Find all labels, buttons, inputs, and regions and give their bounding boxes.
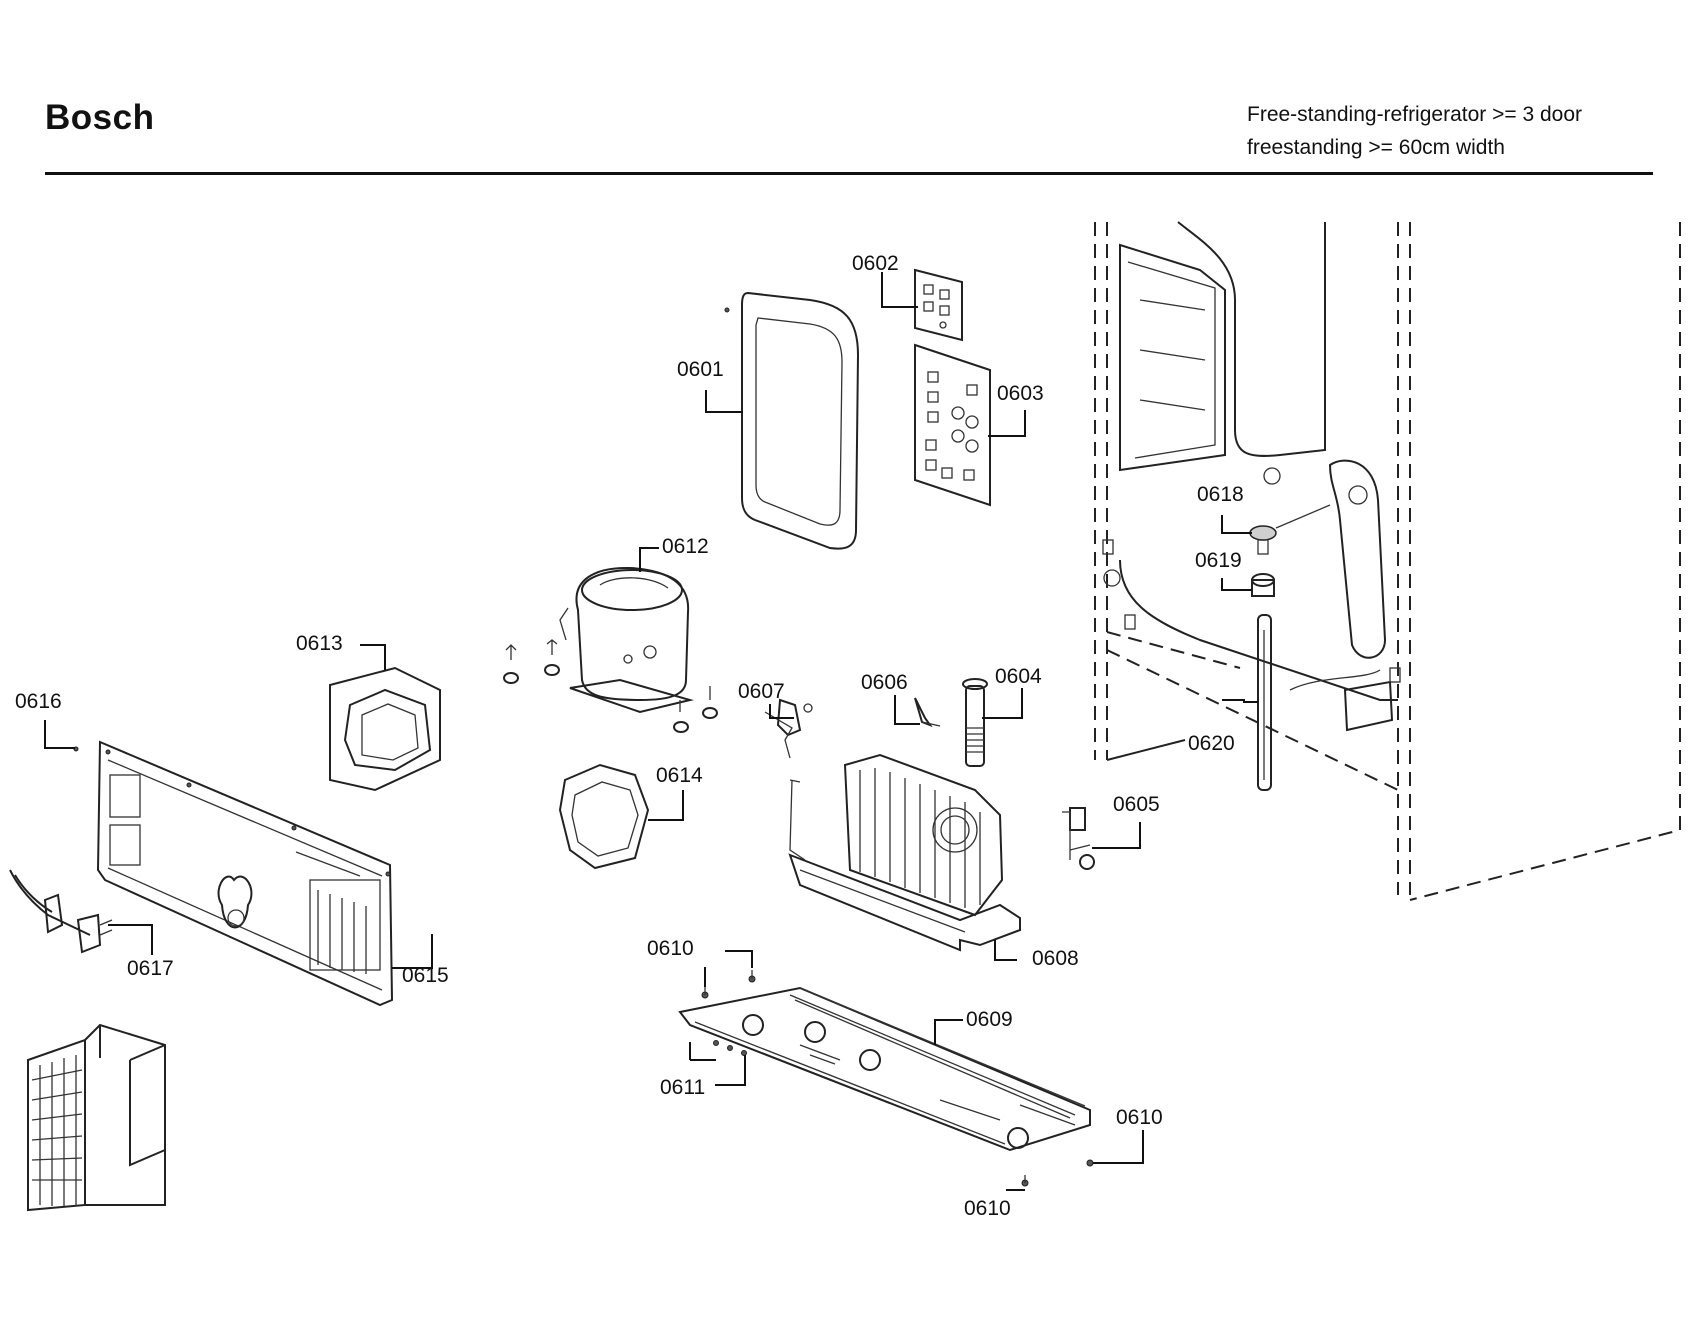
part-0609-base-tray: [678, 986, 1091, 1152]
callout-0605: 0605: [1113, 793, 1160, 816]
callout-0619: 0619: [1195, 549, 1242, 572]
callout-0601: 0601: [677, 358, 724, 381]
callout-leader-lines: [44, 272, 1258, 1191]
compressor-mounting-hardware: [503, 639, 718, 733]
model-description-line2: freestanding >= 60cm width: [1247, 136, 1505, 159]
part-0614-fan: [558, 763, 650, 870]
callout-0603: 0603: [997, 382, 1044, 405]
callout-0606: 0606: [861, 671, 908, 694]
part-packaging-box: [27, 1023, 166, 1212]
callout-0602: 0602: [852, 252, 899, 275]
part-0615-rear-panel: [96, 740, 394, 1007]
callout-0618: 0618: [1197, 483, 1244, 506]
part-0602-plate: [914, 268, 963, 342]
header-divider: [45, 172, 1653, 175]
callout-0613: 0613: [296, 632, 343, 655]
callout-0610-bottom: 0610: [964, 1197, 1011, 1220]
part-0613-fan-shroud: [329, 666, 441, 792]
part-0608-evaporator: [788, 753, 1021, 952]
callout-0616: 0616: [15, 690, 62, 713]
part-0606-sensor: [914, 697, 941, 728]
callout-0611: 0611: [660, 1076, 705, 1099]
fastener-screws: [701, 970, 1094, 1187]
callout-0612: 0612: [662, 535, 709, 558]
callout-labels: 0601 0602 0603 0604 0605 0606 0607 0608 …: [15, 252, 1244, 1220]
callout-0617: 0617: [127, 957, 174, 980]
drain-parts: [1249, 504, 1331, 791]
callout-0610-right: 0610: [1116, 1106, 1163, 1129]
callout-0615: 0615: [402, 964, 449, 987]
callout-0607: 0607: [738, 680, 785, 703]
model-description-line1: Free-standing-refrigerator >= 3 door: [1247, 103, 1583, 126]
callout-0604: 0604: [995, 665, 1042, 688]
part-0612-compressor: [559, 566, 694, 714]
callout-0610-top: 0610: [647, 937, 694, 960]
callout-0614: 0614: [656, 764, 703, 787]
part-0601-frame: [724, 291, 860, 550]
cabinet-back-drawing: [1094, 221, 1681, 901]
part-0603-plate: [914, 343, 991, 507]
part-0605-solenoid: [1062, 807, 1095, 870]
callout-0609: 0609: [966, 1008, 1013, 1031]
part-0607-valve: [764, 698, 813, 759]
callout-0620: 0620: [1188, 732, 1235, 755]
part-0617-power-cord: [9, 869, 113, 954]
part-0604-tube: [962, 678, 988, 767]
brand-title: Bosch: [45, 98, 155, 137]
callout-0608: 0608: [1032, 947, 1079, 970]
